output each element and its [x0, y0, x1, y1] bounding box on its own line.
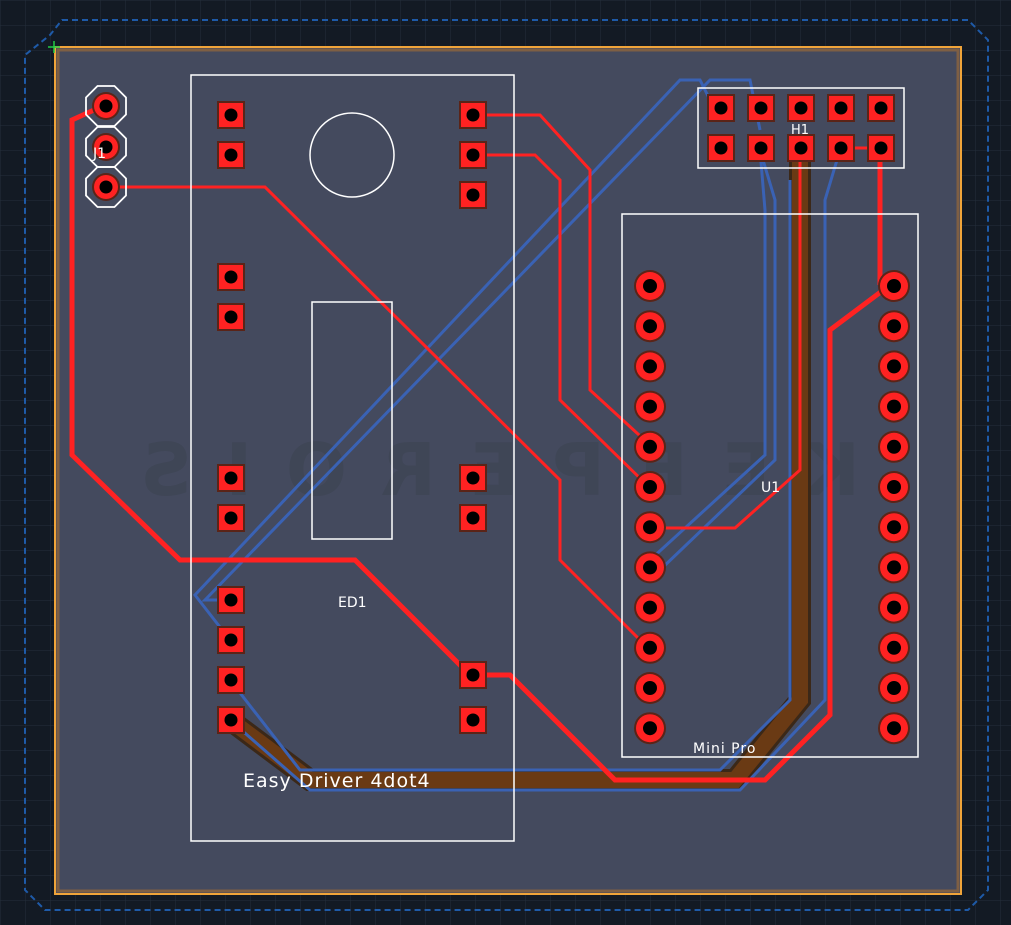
h1-pad-top-4[interactable]	[827, 94, 855, 122]
h1-pad-top-2[interactable]	[747, 94, 775, 122]
u1-pad-left-3[interactable]	[634, 350, 666, 383]
ed1-pad-left-1[interactable]	[217, 101, 245, 129]
u1-pad-left-5[interactable]	[634, 430, 666, 463]
u1-pad-left-4[interactable]	[634, 390, 666, 423]
h1-pad-bottom-4[interactable]	[827, 134, 855, 162]
u1-pad-left-10[interactable]	[634, 631, 666, 664]
ed1-pad-right-2[interactable]	[459, 141, 487, 169]
ed1-pad-left-2[interactable]	[217, 141, 245, 169]
u1-pad-left-9[interactable]	[634, 591, 666, 624]
u1-pad-left-7[interactable]	[634, 511, 666, 544]
h1-outline	[697, 87, 905, 169]
ed1-outline	[190, 74, 515, 842]
ed1-pad-right-3[interactable]	[459, 181, 487, 209]
u1-pad-left-2[interactable]	[634, 310, 666, 343]
ed1-pad-left-4[interactable]	[217, 303, 245, 331]
u1-pad-left-1[interactable]	[634, 270, 666, 302]
u1-pad-left-6[interactable]	[634, 471, 666, 503]
u1-designator: U1	[761, 480, 780, 496]
u1-pad-right-8[interactable]	[878, 551, 910, 584]
j1-connector[interactable]	[85, 85, 127, 208]
u1-pad-right-5[interactable]	[878, 430, 910, 463]
h1-pad-bottom-2[interactable]	[747, 134, 775, 162]
j1-pad-1[interactable]	[85, 85, 127, 127]
silkscreen-outlines	[190, 74, 919, 842]
u1-pad-right-7[interactable]	[878, 511, 910, 544]
ed1-pad-left-5[interactable]	[217, 464, 245, 492]
ed1-pad-right-5[interactable]	[459, 504, 487, 532]
h1-header[interactable]	[707, 94, 895, 162]
ed1-pad-right-7[interactable]	[459, 706, 487, 734]
keepout-outline	[24, 19, 989, 911]
ed1-mount-hole-outline	[309, 112, 395, 198]
u1-pad-left-11[interactable]	[634, 672, 666, 704]
u1-pad-right-9[interactable]	[878, 591, 910, 624]
u1-pad-right-1[interactable]	[878, 270, 910, 302]
h1-pad-top-3[interactable]	[787, 94, 815, 122]
u1-pad-right-10[interactable]	[878, 631, 910, 664]
ed1-pad-left-7[interactable]	[217, 586, 245, 614]
ed1-designator: ED1	[338, 595, 367, 611]
u1-pad-right-12[interactable]	[878, 712, 910, 745]
h1-designator: H1	[791, 123, 809, 138]
u1-pad-right-11[interactable]	[878, 672, 910, 704]
h1-pad-bottom-1[interactable]	[707, 134, 735, 162]
u1-pad-left-12[interactable]	[634, 712, 666, 745]
j1-pad-3[interactable]	[85, 166, 127, 208]
u1-pad-right-6[interactable]	[878, 471, 910, 503]
u1-pad-right-2[interactable]	[878, 310, 910, 343]
h1-pad-top-5[interactable]	[867, 94, 895, 122]
ed1-pad-right-1[interactable]	[459, 101, 487, 129]
h1-pad-bottom-3[interactable]	[787, 134, 815, 162]
ed1-pad-left-9[interactable]	[217, 666, 245, 694]
j1-pad-2[interactable]	[85, 126, 127, 168]
ed1-component[interactable]	[217, 101, 487, 734]
ed1-comment: Easy Driver 4dot4	[243, 770, 431, 792]
u1-pad-right-3[interactable]	[878, 350, 910, 383]
u1-component[interactable]	[634, 270, 910, 745]
ed1-pad-left-6[interactable]	[217, 504, 245, 532]
u1-pad-right-4[interactable]	[878, 390, 910, 423]
h1-pad-top-1[interactable]	[707, 94, 735, 122]
ed1-pad-left-10[interactable]	[217, 706, 245, 734]
board-edge-clearance	[56, 48, 960, 893]
ed1-pad-right-6[interactable]	[459, 661, 487, 689]
j1-designator: J1	[92, 146, 106, 162]
bottom-silkscreen-watermark: KEEPEROIS	[140, 428, 860, 512]
u1-pad-left-8[interactable]	[634, 551, 666, 584]
u1-outline	[621, 213, 919, 758]
h1-pad-bottom-5[interactable]	[867, 134, 895, 162]
u1-comment: Mini Pro	[693, 741, 756, 757]
ed1-chip-outline	[311, 301, 393, 540]
ed1-pad-right-4[interactable]	[459, 464, 487, 492]
origin-marker	[48, 41, 60, 53]
ed1-pad-left-3[interactable]	[217, 263, 245, 291]
ed1-pad-left-8[interactable]	[217, 626, 245, 654]
